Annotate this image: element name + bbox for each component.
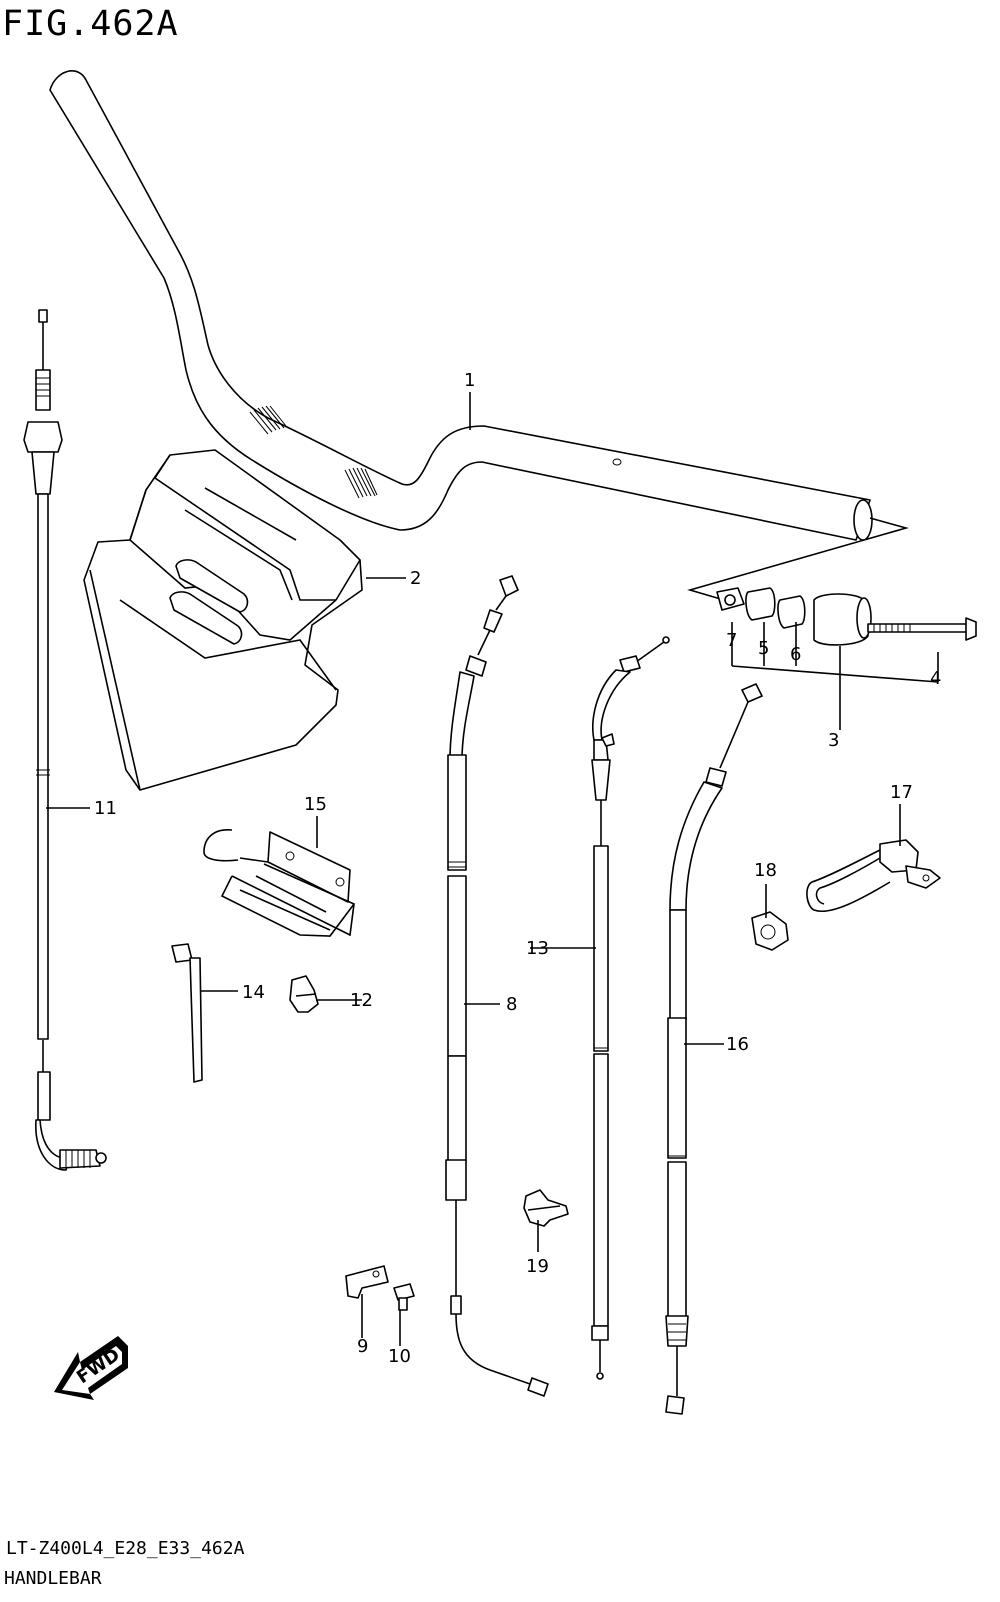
- callout-18: 18: [754, 860, 777, 881]
- callout-labels: 1 2 3 4 5 6 7 8 9 10 11 12 13 14 15 16 1…: [94, 370, 941, 1367]
- callout-3: 3: [828, 730, 839, 751]
- fwd-direction-arrow: FWD: [54, 1336, 128, 1400]
- cable-part-13[interactable]: [591, 636, 670, 1380]
- callout-16: 16: [726, 1034, 749, 1055]
- spacer-part-5[interactable]: [745, 587, 776, 621]
- callout-10: 10: [388, 1346, 411, 1367]
- callout-2: 2: [410, 568, 421, 589]
- cable-part-16[interactable]: [665, 683, 763, 1415]
- section-name-caption: HANDLEBAR: [4, 1568, 102, 1589]
- spacer-part-6[interactable]: [777, 595, 806, 629]
- cable-tie-part-14[interactable]: [171, 943, 203, 1083]
- leader-lines: [46, 392, 939, 1346]
- callout-9: 9: [357, 1336, 368, 1357]
- holder-part-9[interactable]: [345, 1265, 389, 1299]
- callout-14: 14: [242, 982, 265, 1003]
- bracket-part-15[interactable]: [203, 829, 355, 937]
- callout-12: 12: [350, 990, 373, 1011]
- callout-19: 19: [526, 1256, 549, 1277]
- model-code-caption: LT-Z400L4_E28_E33_462A: [6, 1538, 245, 1559]
- callout-4: 4: [930, 668, 941, 689]
- clip-part-12[interactable]: [289, 975, 319, 1013]
- callout-7: 7: [726, 630, 737, 651]
- clamp-part-18[interactable]: [751, 911, 789, 951]
- handlebar-part[interactable]: [49, 70, 873, 541]
- callout-1: 1: [464, 370, 475, 391]
- cable-part-11[interactable]: [23, 309, 107, 1171]
- clamp-part-19[interactable]: [523, 1189, 569, 1227]
- callout-6: 6: [790, 644, 801, 665]
- callout-15: 15: [304, 794, 327, 815]
- balancer-weight-part-3[interactable]: [813, 593, 872, 646]
- callout-17: 17: [890, 782, 913, 803]
- figure-title: FIG.462A: [2, 4, 179, 44]
- bar-end-cut-indicator: [687, 517, 909, 601]
- nut-part-7[interactable]: [716, 587, 745, 611]
- bolt-part-4[interactable]: [867, 617, 977, 641]
- callout-5: 5: [758, 638, 769, 659]
- callout-13: 13: [526, 938, 549, 959]
- callout-11: 11: [94, 798, 117, 819]
- screw-part-10[interactable]: [393, 1283, 415, 1311]
- throttle-cable-part-8[interactable]: [445, 575, 549, 1397]
- handlebar-cover-part[interactable]: [83, 449, 363, 791]
- callout-8: 8: [506, 994, 517, 1015]
- guide-part-17[interactable]: [806, 839, 941, 912]
